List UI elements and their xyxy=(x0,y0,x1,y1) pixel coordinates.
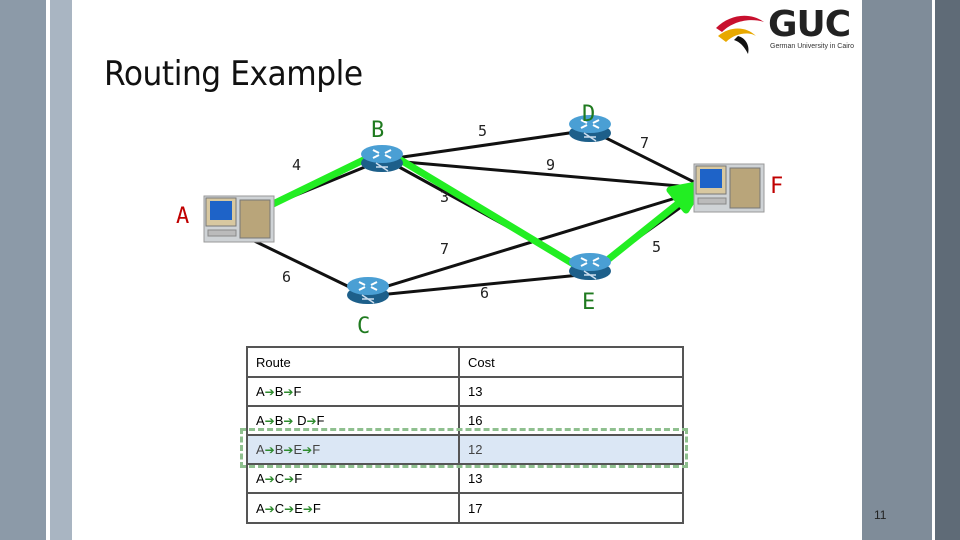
table-row: A➔C➔E➔F 17 xyxy=(246,492,684,524)
arrow-right-icon: ➔ xyxy=(284,501,295,516)
routes-table: Route Cost A➔B➔F 13 A➔B➔ D➔F 16 A➔B➔E➔F … xyxy=(246,346,684,524)
router-b-icon xyxy=(361,145,403,172)
route-cell: A➔B➔F xyxy=(246,376,460,407)
arrow-right-icon: ➔ xyxy=(284,472,295,486)
table-row: A➔C➔F 13 xyxy=(246,463,684,494)
arrow-right-icon: ➔ xyxy=(302,501,313,516)
logo-swoosh-icon xyxy=(716,15,764,54)
logo-wordmark: GUC xyxy=(768,4,851,45)
route-node: A xyxy=(256,500,265,516)
arrow-right-icon: ➔ xyxy=(264,501,275,516)
page-number: 11 xyxy=(874,508,887,522)
arrow-right-icon: ➔ xyxy=(283,443,294,457)
arrow-right-icon: ➔ xyxy=(264,414,275,428)
host-f-computer-icon xyxy=(693,163,765,213)
route-cell: A➔C➔F xyxy=(246,463,460,494)
weight-a-c: 6 xyxy=(282,268,292,286)
right-decor-bar xyxy=(935,0,960,540)
cost-cell: 13 xyxy=(458,376,684,407)
link-d-f xyxy=(589,128,703,188)
left-decor-bar-inner xyxy=(50,0,72,540)
cost-cell: 13 xyxy=(458,463,684,494)
arrow-right-icon: ➔ xyxy=(264,443,275,457)
route-cell: A➔B➔ D➔F xyxy=(246,405,460,436)
weight-c-d: 7 xyxy=(440,240,450,258)
route-node: B xyxy=(274,442,284,457)
node-label-f: F xyxy=(770,174,784,199)
arrow-right-icon: ➔ xyxy=(264,385,275,399)
route-cell: A➔B➔E➔F xyxy=(246,434,460,465)
header-route: Route xyxy=(246,346,460,378)
left-decor-bar xyxy=(0,0,46,540)
route-node: C xyxy=(274,500,285,516)
arrow-right-icon: ➔ xyxy=(283,385,294,399)
weight-b-f: 9 xyxy=(546,156,556,174)
router-e-icon xyxy=(569,253,611,280)
weight-b-d: 5 xyxy=(478,122,488,140)
slide-title: Routing Example xyxy=(104,54,363,94)
route-node: D xyxy=(293,413,307,428)
cost-cell: 12 xyxy=(458,434,684,465)
node-label-b: B xyxy=(371,118,385,143)
weight-c-e: 6 xyxy=(480,284,490,302)
weight-a-b: 4 xyxy=(292,156,302,174)
route-cell: A➔C➔E➔F xyxy=(246,492,460,524)
weight-d-f: 7 xyxy=(640,134,650,152)
route-node: A xyxy=(256,442,265,457)
link-b-f xyxy=(381,158,703,190)
link-b-d xyxy=(381,128,591,162)
route-node: E xyxy=(294,500,303,516)
table-row-highlighted: A➔B➔E➔F 12 xyxy=(246,434,684,465)
node-label-c: C xyxy=(357,314,371,339)
cost-cell: 17 xyxy=(458,492,684,524)
route-node: F xyxy=(293,384,302,399)
route-node: A xyxy=(256,384,265,399)
node-label-e: E xyxy=(582,290,596,315)
route-node: F xyxy=(294,471,303,486)
route-node: F xyxy=(312,500,321,516)
table-row: A➔B➔ D➔F 16 xyxy=(246,405,684,436)
weight-e-f: 5 xyxy=(652,238,662,256)
host-a-computer-icon xyxy=(203,195,275,243)
route-node: E xyxy=(293,442,303,457)
weight-b-e: 3 xyxy=(440,188,450,206)
node-label-d: D xyxy=(582,102,596,127)
link-c-e xyxy=(367,272,591,298)
arrow-right-icon: ➔ xyxy=(306,414,317,428)
route-node: B xyxy=(274,413,284,428)
route-node: F xyxy=(316,413,325,428)
network-links xyxy=(229,128,703,298)
node-label-a: A xyxy=(176,204,190,229)
route-node: A xyxy=(256,471,265,486)
arrow-right-icon: ➔ xyxy=(283,414,294,428)
table-row: A➔B➔F 13 xyxy=(246,376,684,407)
route-node: F xyxy=(312,442,321,457)
arrow-right-icon: ➔ xyxy=(302,443,313,457)
table-header-row: Route Cost xyxy=(246,346,684,378)
arrow-right-icon: ➔ xyxy=(264,472,275,486)
route-node: C xyxy=(274,471,285,486)
route-node: A xyxy=(256,413,265,428)
header-cost: Cost xyxy=(458,346,684,378)
cost-cell: 16 xyxy=(458,405,684,436)
router-c-icon xyxy=(347,277,389,304)
right-decor-bar-inner xyxy=(862,0,932,540)
route-node: B xyxy=(274,384,284,399)
guc-logo: GUC German University in Cairo xyxy=(712,4,862,56)
router-d-icon xyxy=(569,115,611,142)
logo-subtitle: German University in Cairo xyxy=(770,43,855,50)
